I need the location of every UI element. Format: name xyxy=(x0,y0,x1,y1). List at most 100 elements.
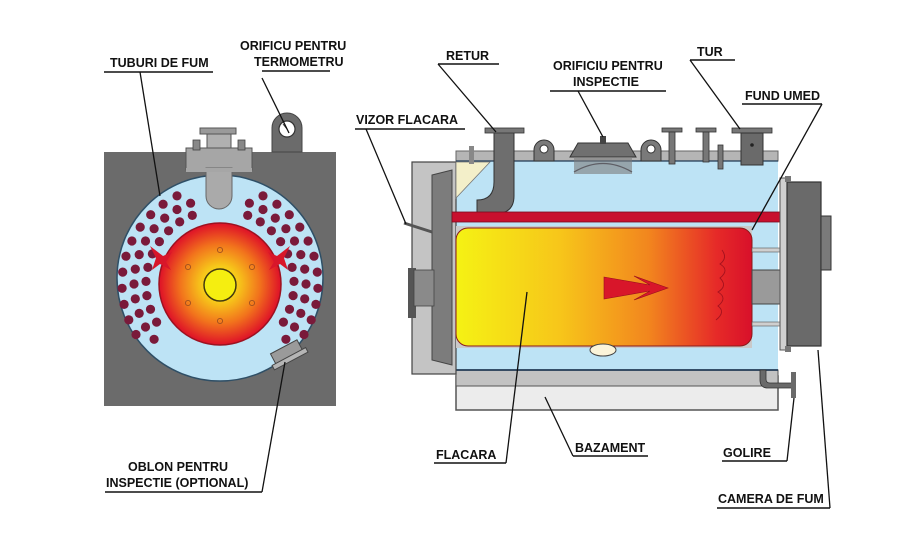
furnace-core xyxy=(203,268,237,302)
smoke-tube xyxy=(140,322,151,332)
smoke-tube xyxy=(124,315,134,325)
smoke-tube xyxy=(172,204,182,215)
smoke-tube xyxy=(118,267,128,277)
label-vizor-flacara: VIZOR FLACARA xyxy=(356,113,458,127)
label-orificu-termometru-1: ORIFICU PENTRU xyxy=(240,39,346,53)
smoke-tube xyxy=(158,199,168,209)
supply-flange xyxy=(731,127,773,134)
label-camera-de-fum: CAMERA DE FUM xyxy=(718,492,824,506)
smoke-tube xyxy=(306,315,316,325)
smoke-tube xyxy=(312,267,322,277)
smoke-tube xyxy=(121,251,131,261)
smoke-tube xyxy=(289,322,300,332)
smoke-tube xyxy=(255,217,265,227)
return-flange xyxy=(484,127,525,134)
flame-direction-arrow-icon xyxy=(603,275,669,301)
smoke-tube xyxy=(244,198,254,208)
front-pin xyxy=(469,146,474,164)
flow-arrow-right-icon xyxy=(268,246,290,270)
smoke-tube xyxy=(296,308,306,318)
smoke-tube xyxy=(129,279,139,289)
leader-lines xyxy=(104,59,831,509)
smoke-tube xyxy=(299,329,309,340)
label-golire: GOLIRE xyxy=(723,446,771,460)
smoke-tube xyxy=(117,283,127,293)
flue-outlet xyxy=(820,215,832,271)
smoke-tube xyxy=(175,217,185,227)
inspection-hatch xyxy=(269,339,309,371)
smoke-tube xyxy=(289,276,299,286)
smoke-tube xyxy=(284,304,295,314)
rear-tube-bottom xyxy=(751,321,783,327)
smoke-tube xyxy=(164,226,174,236)
smoke-tube xyxy=(276,237,286,247)
flow-arrow-left-icon xyxy=(150,246,172,270)
label-bazament: BAZAMENT xyxy=(575,441,645,455)
inspection-body xyxy=(574,157,632,174)
smoke-tube xyxy=(140,236,151,246)
smoke-tube xyxy=(142,291,152,301)
inspection-cover xyxy=(569,142,637,158)
label-retur: RETUR xyxy=(446,49,489,63)
wet-back-flames xyxy=(715,249,726,321)
label-flacara: FLACARA xyxy=(436,448,496,462)
smoke-tube xyxy=(172,191,182,201)
smoke-tube xyxy=(311,299,321,309)
drain-flange xyxy=(791,372,796,398)
label-tur: TUR xyxy=(697,45,723,59)
smoke-tube xyxy=(149,334,159,344)
smoke-tube xyxy=(309,251,319,261)
smoke-tube xyxy=(119,299,129,309)
smoke-tube xyxy=(258,191,268,201)
smoke-tube xyxy=(303,236,313,246)
smoke-tubes-group xyxy=(117,191,323,344)
smoke-tube xyxy=(288,291,298,301)
smoke-tube xyxy=(131,329,141,340)
smoke-tube xyxy=(301,279,311,289)
label-fund-umed: FUND UMED xyxy=(745,89,820,103)
label-orificiu-inspectie-2: INSPECTIE xyxy=(573,75,639,89)
label-oblon-1: OBLON PENTRU xyxy=(128,460,228,474)
manhole-bolt-right xyxy=(237,139,246,151)
smoke-tube xyxy=(146,210,156,220)
furnace-stud-holes xyxy=(184,246,256,325)
manhole-base xyxy=(185,147,253,171)
smoke-tube xyxy=(130,294,140,304)
smoke-tube xyxy=(186,198,196,208)
smoke-tube xyxy=(300,294,310,304)
base-rail xyxy=(455,369,779,387)
label-tuburi-de-fum: TUBURI DE FUM xyxy=(110,56,209,70)
smoke-tube xyxy=(127,236,137,246)
smoke-tube xyxy=(135,222,145,232)
top-fittings xyxy=(661,127,724,170)
chamber-bolt-top xyxy=(785,176,791,182)
bottom-port xyxy=(589,343,617,357)
smoke-tube xyxy=(160,213,170,223)
manhole-flange-top xyxy=(199,127,237,135)
front-section-view xyxy=(104,112,336,406)
label-oblon-2: INSPECTIE (OPTIONAL) xyxy=(106,476,248,490)
smoke-tube xyxy=(289,236,300,246)
burner-port xyxy=(413,269,435,307)
manhole-tube xyxy=(205,167,233,210)
smoke-tube xyxy=(258,204,268,215)
smoke-tube xyxy=(134,250,144,260)
smoke-tube xyxy=(152,317,162,327)
smoke-tube xyxy=(278,317,288,327)
smoke-tube xyxy=(281,224,291,234)
smoke-tube xyxy=(287,262,297,272)
smoke-tube xyxy=(281,334,291,344)
smoke-tube xyxy=(266,226,276,236)
manhole-inner-rim xyxy=(186,168,252,172)
smoke-tube xyxy=(296,250,306,260)
side-section-view xyxy=(403,127,832,411)
upper-smoke-tube xyxy=(451,211,785,223)
smoke-tube xyxy=(272,199,282,209)
labels: TUBURI DE FUM ORIFICU PENTRU TERMOMETRU … xyxy=(106,39,824,506)
rear-tube-top xyxy=(751,247,783,253)
label-orificu-termometru-2: TERMOMETRU xyxy=(254,55,344,69)
smoke-tube xyxy=(130,264,140,274)
smoke-tube xyxy=(295,222,305,232)
smoke-tube xyxy=(145,304,156,314)
